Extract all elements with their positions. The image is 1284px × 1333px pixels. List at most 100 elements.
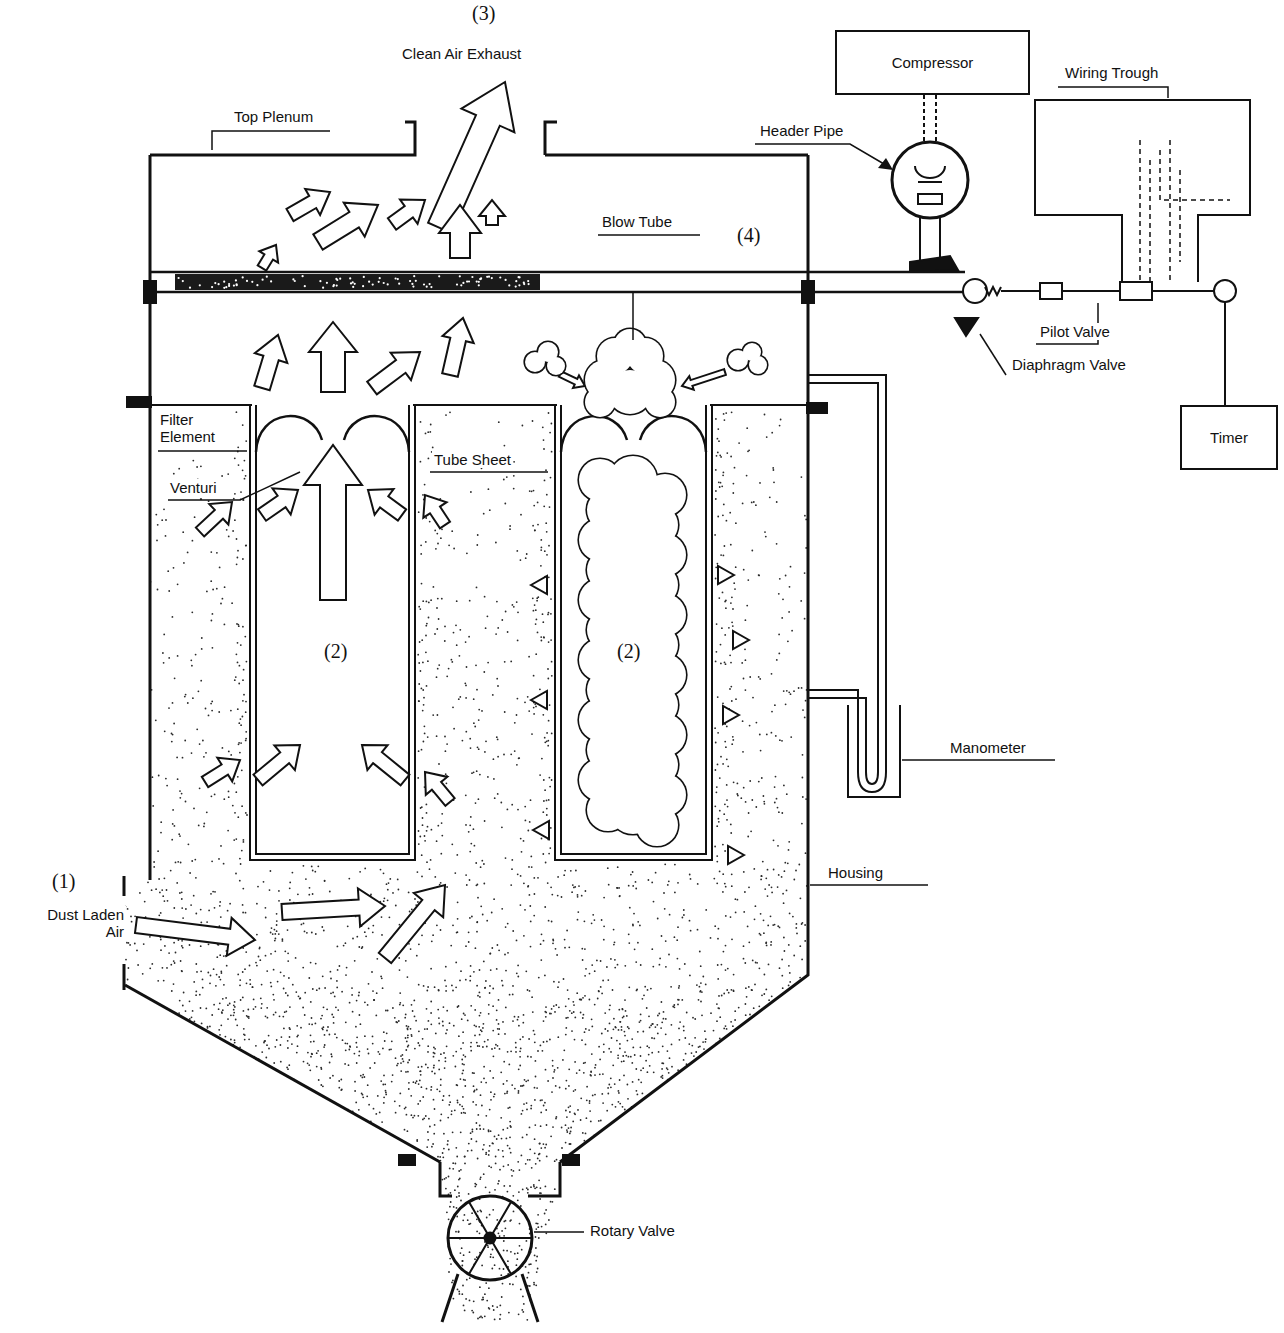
dust-particles	[216, 956, 218, 958]
dust-particles	[715, 469, 717, 471]
dust-particles	[253, 999, 255, 1001]
dust-particles	[496, 678, 498, 680]
dust-particles	[281, 1036, 283, 1038]
dust-particles	[245, 912, 247, 914]
dust-particles	[731, 596, 733, 598]
dust-particles	[531, 733, 533, 735]
dust-particles	[426, 1088, 428, 1090]
dust-particles	[310, 1056, 312, 1058]
dust-particles	[765, 536, 767, 538]
dust-particles	[749, 780, 751, 782]
dust-particles	[273, 969, 275, 971]
dust-particles	[496, 601, 498, 603]
dust-particles	[504, 661, 506, 663]
dust-particles	[543, 505, 545, 507]
dust-particles	[495, 1044, 497, 1046]
dust-particles	[178, 468, 180, 470]
dust-particles	[637, 1031, 639, 1033]
dust-particles	[456, 1207, 458, 1209]
dust-particles	[441, 822, 443, 824]
dust-particles	[470, 965, 472, 967]
dust-particles	[785, 703, 787, 705]
dust-particles	[431, 829, 433, 831]
dust-particles	[400, 1070, 402, 1072]
dust-particles	[727, 806, 729, 808]
dust-particles	[534, 1124, 536, 1126]
dust-particles	[804, 618, 806, 620]
dust-particles	[210, 703, 212, 705]
dust-particles	[507, 923, 509, 925]
dust-particles	[469, 1251, 471, 1253]
dust-particles	[395, 1112, 397, 1114]
dust-particles	[699, 991, 701, 993]
dust-particles	[419, 1100, 421, 1102]
dust-particles	[383, 1102, 385, 1104]
dust-particles	[442, 1152, 444, 1154]
dust-particles	[589, 1102, 591, 1104]
dust-particles	[354, 1053, 356, 1055]
dust-particles	[354, 1090, 356, 1092]
dust-particles	[743, 678, 745, 680]
dust-particles	[555, 1085, 557, 1087]
dust-particles	[582, 959, 584, 961]
dust-particles	[606, 1110, 608, 1112]
dust-particles	[453, 1206, 455, 1208]
dust-particles	[502, 1283, 504, 1285]
dust-particles	[459, 696, 461, 698]
dust-particles	[544, 789, 546, 791]
dust-particles	[239, 752, 241, 754]
dust-particles	[354, 960, 356, 962]
dust-particles	[227, 473, 229, 475]
dust-particles	[563, 1049, 565, 1051]
dust-particles	[464, 1310, 466, 1312]
dust-particles	[477, 1211, 479, 1213]
dust-particles	[482, 1027, 484, 1029]
dust-particles	[535, 1284, 537, 1286]
dust-particles	[461, 1247, 463, 1249]
dust-particles	[427, 736, 429, 738]
dust-particles	[426, 601, 428, 603]
dust-particles	[245, 812, 247, 814]
dust-particles	[723, 555, 725, 557]
dust-particles	[725, 1025, 727, 1027]
dust-particles	[528, 1038, 530, 1040]
dust-particles	[485, 1152, 487, 1154]
dust-particles	[663, 1018, 665, 1020]
dust-particles	[719, 1038, 721, 1040]
dust-particles	[796, 933, 798, 935]
dust-particles	[567, 989, 569, 991]
dust-particles	[300, 1027, 302, 1029]
dust-particles	[546, 531, 548, 533]
dust-particles	[425, 433, 427, 435]
dust-particles	[754, 918, 756, 920]
dust-particles	[723, 504, 725, 506]
dust-particles	[429, 868, 431, 870]
dust-particles	[665, 1033, 667, 1035]
dust-particles	[426, 812, 428, 814]
dust-particles	[274, 1046, 276, 1048]
dust-particles	[542, 853, 544, 855]
dust-particles	[381, 1121, 383, 1123]
dust-particles	[517, 1252, 519, 1254]
dust-particles	[232, 530, 234, 532]
dust-particles	[771, 892, 773, 894]
dust-particles	[476, 1218, 478, 1220]
dust-particles	[246, 661, 248, 663]
dust-particles	[742, 751, 744, 753]
dust-particles	[743, 945, 745, 947]
dust-particles	[519, 1169, 521, 1171]
dust-particles	[589, 999, 591, 1001]
dust-particles	[358, 1055, 360, 1057]
dust-particles	[500, 1274, 502, 1276]
dust-particles	[499, 1235, 501, 1237]
dust-particles	[440, 853, 442, 855]
dust-particles	[614, 967, 616, 969]
dust-particles	[192, 540, 194, 542]
dust-particles	[514, 1016, 516, 1018]
dust-particles	[589, 1110, 591, 1112]
dust-particles	[724, 741, 726, 743]
dust-particles	[730, 824, 732, 826]
dust-particles	[276, 913, 278, 915]
dust-particles	[705, 909, 707, 911]
dust-particles	[157, 589, 159, 591]
